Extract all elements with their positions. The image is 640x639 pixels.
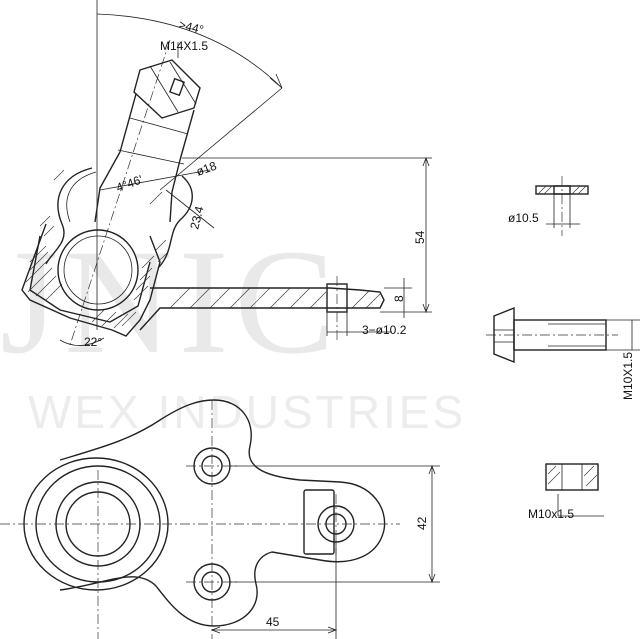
label-overall-height: 54 <box>413 230 427 244</box>
stud-shank-right <box>179 109 195 161</box>
bolt-head <box>493 306 515 364</box>
label-hole-spacing-vertical: 42 <box>415 516 429 530</box>
label-hole-offset-horizontal: 45 <box>266 615 280 629</box>
stud-nut <box>133 59 201 119</box>
plan-view <box>0 399 440 639</box>
washer-drawing <box>535 176 589 236</box>
label-ball-center-height: 23.4 <box>187 204 206 230</box>
stud-shank-left <box>119 93 137 153</box>
control-arm <box>139 287 385 331</box>
watermark-company: WEX INDUSTRIES <box>28 386 466 438</box>
label-arm-holes: 3−ø10.2 <box>362 323 407 337</box>
socket-bearing <box>29 235 151 323</box>
cotter-pin <box>169 77 185 97</box>
angle-limit-line <box>159 87 283 191</box>
label-taper-half-angle: 4°46' <box>114 172 144 194</box>
nut-body <box>545 463 599 491</box>
label-swing-angle: 22° <box>84 335 102 349</box>
watermark-brand: JNIC <box>0 219 341 385</box>
label-stud-diameter: ø18 <box>194 158 219 178</box>
ball <box>57 229 139 311</box>
label-stud-thread: M14X1.5 <box>160 39 208 53</box>
label-taper-angle: >44° <box>177 17 205 37</box>
nut-drawing <box>545 463 604 517</box>
section-hatching <box>25 169 169 329</box>
housing-outer <box>21 223 161 337</box>
dust-boot-left <box>45 167 93 265</box>
bolt-drawing <box>486 306 640 364</box>
angle-arc-44 <box>96 13 283 89</box>
angle-arc-22 <box>59 337 105 346</box>
dust-boot-right <box>157 175 193 269</box>
arm-hatching <box>169 287 381 309</box>
ball-joint-flange <box>59 399 386 627</box>
label-bolt-thread: M10X1.5 <box>621 352 635 400</box>
label-nut-thread: M10x1.5 <box>528 507 574 521</box>
label-arm-thickness: 8 <box>392 295 406 302</box>
stud-taper-left <box>94 151 121 223</box>
side-view-section <box>21 0 432 346</box>
flange-recess <box>303 489 335 555</box>
stud-taper-right <box>169 159 181 223</box>
label-washer-bore: ø10.5 <box>508 211 539 225</box>
